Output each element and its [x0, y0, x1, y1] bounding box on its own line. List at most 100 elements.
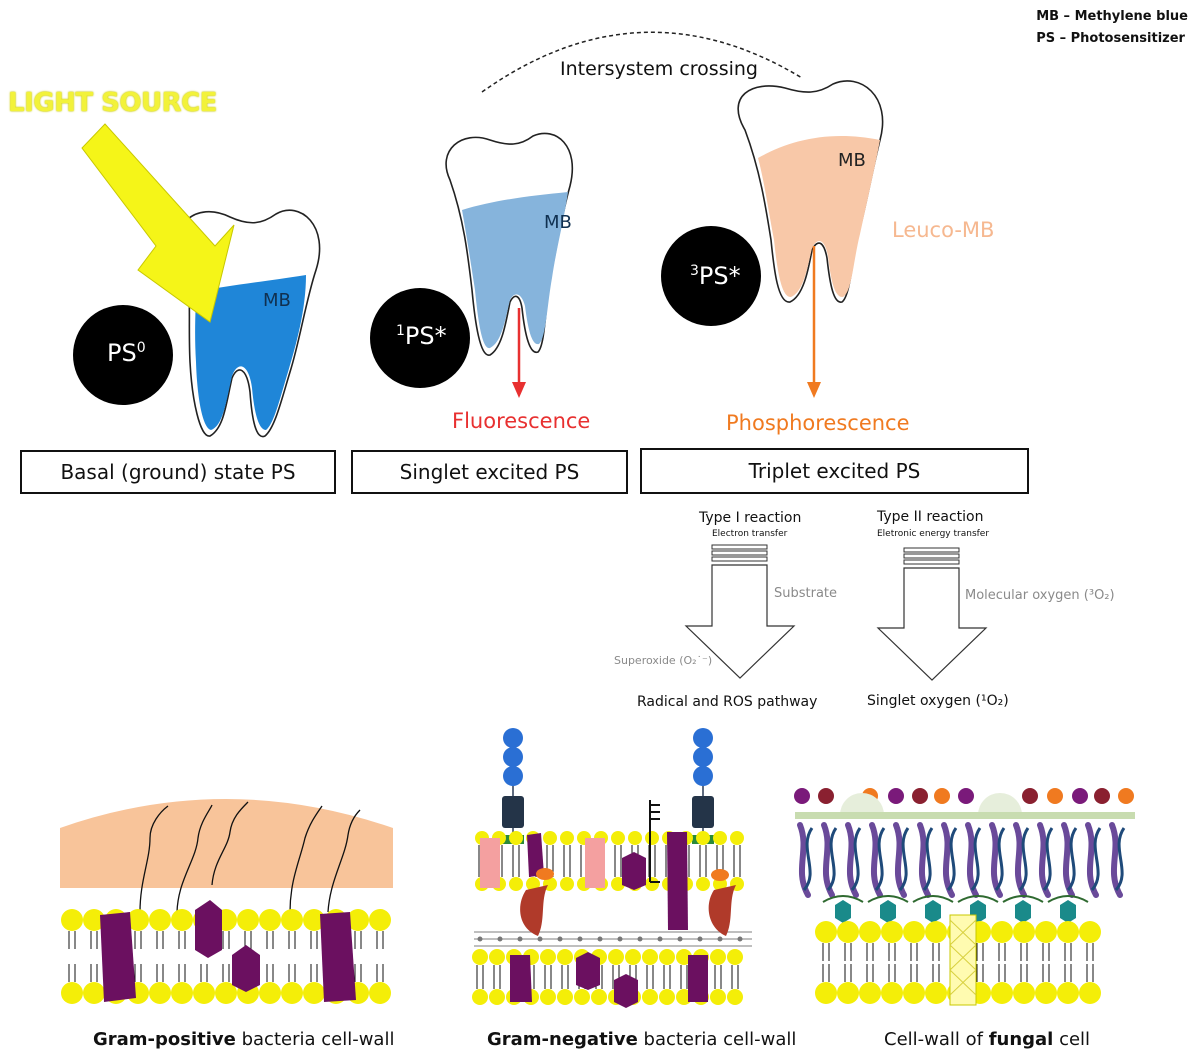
- chitin-fiber: [922, 827, 934, 891]
- ps-ground-sup: 0: [136, 340, 146, 356]
- lipid-head: [625, 949, 641, 965]
- lipid-head: [837, 921, 859, 943]
- lipid-head: [215, 982, 237, 1004]
- lps-sugar: [693, 766, 713, 786]
- lipid-head: [1013, 921, 1035, 943]
- lipid-head: [83, 909, 105, 931]
- lipid-head: [659, 949, 675, 965]
- lipid-head: [1057, 982, 1079, 1004]
- lipoprotein-1: [520, 885, 548, 936]
- lipid-head: [509, 877, 523, 891]
- peptidoglycan-node: [597, 936, 603, 942]
- mannoprotein-head: [1022, 788, 1038, 804]
- gp-transmembrane-protein-right: [320, 912, 356, 1002]
- ps-ground-circle: [73, 305, 173, 405]
- type1-result: Radical and ROS pathway: [637, 694, 818, 710]
- lipid-head: [991, 982, 1013, 1004]
- chitin-fiber: [946, 827, 958, 891]
- peptidoglycan-node: [537, 936, 543, 942]
- lipid-head: [1057, 921, 1079, 943]
- lipid-head: [237, 909, 259, 931]
- ps-triplet-circle: [661, 226, 761, 326]
- peptidoglycan-node: [497, 936, 503, 942]
- beta-glucan-link: [822, 895, 864, 903]
- lps-core: [502, 796, 524, 828]
- lipid-head: [259, 909, 281, 931]
- peptidoglycan-node: [717, 936, 723, 942]
- mannoprotein-head: [1047, 788, 1063, 804]
- lipid-head: [642, 949, 658, 965]
- fungal-caption-bold: fungal: [988, 1029, 1054, 1050]
- gram-positive-caption: Gram-positive bacteria cell-wall: [93, 1029, 394, 1050]
- legend-mb: MB – Methylene blue: [1036, 9, 1188, 24]
- fluorescence-arrowhead: [512, 382, 526, 398]
- peptidoglycan-node: [557, 936, 563, 942]
- phosphorescence-label: Phosphorescence: [726, 411, 910, 435]
- peptidoglycan-node: [657, 936, 663, 942]
- lipid-head: [1079, 982, 1101, 1004]
- ps-singlet-circle: [370, 288, 470, 388]
- chitin-fiber: [802, 827, 814, 891]
- chitin-fiber: [826, 827, 838, 891]
- ps-triplet-base: PS*: [698, 262, 741, 290]
- chitin-fiber: [850, 827, 862, 891]
- lipid-head: [540, 989, 556, 1005]
- beta-glucan-link: [1047, 895, 1089, 903]
- lipid-head: [560, 831, 574, 845]
- lipid-head: [560, 877, 574, 891]
- mannoprotein-head: [934, 788, 950, 804]
- lipid-head: [281, 909, 303, 931]
- lipid-head: [859, 921, 881, 943]
- chitin-fiber: [994, 827, 1006, 891]
- fungal-caption-post: cell: [1053, 1029, 1091, 1050]
- gram-negative-wall-illustration: [472, 728, 752, 1008]
- lipid-head: [171, 909, 193, 931]
- fungal-transmembrane-channel: [949, 914, 977, 1006]
- lipid-head: [611, 877, 625, 891]
- gram-negative-caption: Gram-negative bacteria cell-wall: [487, 1029, 796, 1050]
- lps-sugar: [693, 728, 713, 748]
- gp-transmembrane-protein-left: [100, 912, 136, 1002]
- cell-wall-protein: [1015, 900, 1031, 923]
- lipid-head: [489, 989, 505, 1005]
- gram-negative-caption-rest: bacteria cell-wall: [637, 1029, 797, 1050]
- lipid-head: [727, 949, 743, 965]
- fungal-wall-illustration: [794, 788, 1135, 1006]
- tooth-singlet-state: [445, 132, 573, 398]
- lipid-head: [557, 949, 573, 965]
- peptidoglycan-node: [637, 936, 643, 942]
- gn-inner-protein-3: [576, 952, 600, 990]
- lipid-head: [526, 877, 540, 891]
- gram-positive-caption-rest: bacteria cell-wall: [235, 1029, 395, 1050]
- mannan-layer: [795, 812, 1135, 819]
- type2-subtitle: Eletronic energy transfer: [877, 529, 990, 539]
- mannoprotein-head: [1094, 788, 1110, 804]
- lps-core: [692, 796, 714, 828]
- lipid-head: [472, 989, 488, 1005]
- tooth-ground-state: [81, 123, 321, 438]
- gn-inner-protein-2: [688, 955, 708, 1002]
- chitin-fiber: [1018, 827, 1030, 891]
- lipid-head: [347, 909, 369, 931]
- intersystem-crossing-arc: [481, 31, 803, 93]
- chitin-fiber: [1042, 827, 1054, 891]
- beta-glucan-link: [957, 895, 999, 903]
- glycoprotein-dome: [978, 793, 1022, 815]
- gp-peripheral-protein-top: [195, 900, 222, 958]
- lipid-head: [696, 831, 710, 845]
- basal-state-box: Basal (ground) state PS: [20, 450, 336, 494]
- lipid-head: [710, 989, 726, 1005]
- lipid-head: [369, 982, 391, 1004]
- tooth-triplet-state: [737, 80, 884, 398]
- lipid-head: [540, 949, 556, 965]
- lipid-head: [1013, 982, 1035, 1004]
- gram-positive-wall-illustration: [60, 799, 393, 1004]
- type1-reactant: Substrate: [774, 586, 838, 601]
- fluorescence-label: Fluorescence: [452, 409, 591, 433]
- mb-label-ground: MB: [263, 290, 291, 311]
- chitin-fiber: [1114, 827, 1126, 891]
- lipoprotein-2: [708, 885, 736, 936]
- type1-subtitle: Electron transfer: [712, 529, 788, 539]
- chitin-fiber: [1090, 827, 1102, 891]
